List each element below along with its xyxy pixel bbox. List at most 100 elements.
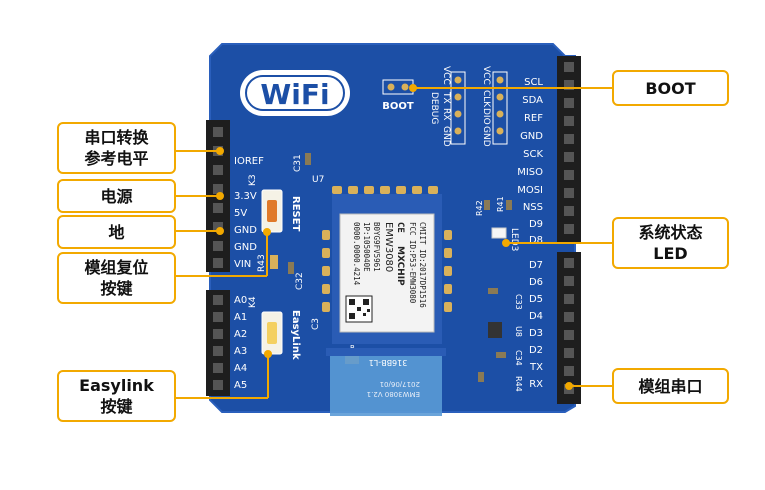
- callout-module-uart-text: 模组串口: [638, 376, 703, 396]
- module-text: B0YG9FV5961: [372, 222, 381, 272]
- component-label: C3: [311, 318, 321, 330]
- power-pin-label: GND: [234, 242, 257, 253]
- debug-pin-label: TX: [441, 91, 451, 104]
- digital-pin-label: SDA: [522, 95, 543, 106]
- power-pin-label: IOREF: [234, 156, 264, 167]
- callout-module-reset-line2: 按键: [100, 279, 133, 298]
- swd-header: [492, 71, 508, 145]
- component-label: R42: [475, 200, 484, 216]
- callout-boot-text: BOOT: [645, 78, 696, 98]
- component-label: C33: [514, 294, 523, 310]
- callout-easylink-line1: Easylink: [79, 376, 154, 395]
- debug-pin-label: VCC: [441, 66, 451, 85]
- callout-status-led-line1: 系统状态: [638, 223, 703, 242]
- digital-pin-label: D8: [529, 235, 543, 246]
- callout-status-led: 系统状态 LED: [612, 217, 729, 269]
- ic-label: 316BB-L1: [369, 358, 408, 367]
- digital-pin-label: NSS: [523, 202, 543, 213]
- emw3080-module: CMIIT ID:2017DP1516 FCC ID:P53-EMW3080 C…: [332, 194, 442, 364]
- callout-power: 电源: [57, 179, 176, 213]
- component-label: K4: [248, 296, 258, 308]
- callout-module-reset-line1: 模组复位: [84, 258, 149, 277]
- digital-pin-label: TX: [529, 362, 543, 373]
- right-header-bottom: [557, 252, 581, 404]
- module-model: EMW3080: [383, 222, 394, 272]
- digital-pin-label: REF: [524, 113, 543, 124]
- antenna-area: 316BB-L1 EMW3080 V2.1 2017/06/01: [326, 348, 446, 416]
- module-bottom-text: EMW3080 V2.1: [367, 390, 420, 398]
- digital-pin-label: SCL: [524, 77, 543, 88]
- callout-uart-level-line1: 串口转换: [84, 128, 149, 147]
- digital-pin-label: D4: [529, 311, 543, 322]
- swd-pin-label: GND: [481, 126, 491, 147]
- callout-boot: BOOT: [612, 70, 729, 106]
- component-label: C34: [514, 350, 523, 366]
- swd-pin-label: CLK: [481, 90, 491, 108]
- analog-pin-label: A4: [234, 363, 247, 374]
- debug-pin-label: DEBUG: [429, 92, 439, 124]
- analog-pin-label: A0: [234, 295, 247, 306]
- leader-lines: [176, 84, 612, 399]
- analog-pin-label: A3: [234, 346, 247, 357]
- easylink-silk-label: EasyLink: [290, 310, 301, 360]
- digital-pin-label: D5: [529, 294, 543, 305]
- swd-pin-label: VCC: [481, 66, 491, 85]
- power-pin-label: 3.3V: [234, 191, 257, 202]
- component-label: C31: [293, 154, 303, 172]
- qr-code: [345, 295, 373, 323]
- boot-silk-label: BOOT: [382, 101, 414, 112]
- debug-pin-label: GND: [441, 126, 451, 147]
- callout-status-led-line2: LED: [653, 244, 688, 263]
- digital-pin-label: MISO: [517, 167, 543, 178]
- digital-pin-label: MOSI: [517, 185, 543, 196]
- passive-components-right: C33 U8 C34 R44: [478, 288, 523, 392]
- module-text: CMIIT ID:2017DP1516: [418, 222, 427, 308]
- module-text: 1P:1050040E: [362, 222, 371, 272]
- component-label: K3: [248, 174, 258, 186]
- digital-pin-label: D7: [529, 260, 543, 271]
- module-text: FCC ID:P53-EMW3080: [408, 222, 417, 304]
- analog-pin-label: A2: [234, 329, 247, 340]
- swd-pin-label: DIO: [481, 108, 491, 125]
- component-label: R44: [514, 376, 523, 392]
- left-header-analog: [206, 290, 230, 396]
- component-label: R43: [257, 254, 267, 272]
- callout-ground-text: 地: [108, 222, 125, 242]
- analog-pin-label: A5: [234, 380, 247, 391]
- callout-power-text: 电源: [100, 186, 133, 206]
- module-text: CE: [395, 222, 405, 233]
- callout-easylink-line2: 按键: [100, 397, 133, 416]
- module-pads: [322, 186, 452, 312]
- wifi-logo-text: WiFi: [260, 78, 329, 111]
- right-header-top: [557, 56, 581, 242]
- callout-easylink: Easylink 按键: [57, 370, 176, 422]
- component-label: C32: [295, 272, 305, 290]
- component-label: U7: [312, 175, 324, 185]
- easylink-button: EasyLink K4: [248, 296, 301, 360]
- debug-pin-label: RX: [441, 108, 451, 120]
- wifi-logo: WiFi: [240, 70, 350, 116]
- callout-uart-level-line2: 参考电平: [84, 149, 149, 168]
- led-silk-label: LED3: [509, 228, 519, 251]
- digital-pin-label: GND: [520, 131, 543, 142]
- module-text: 0000.0000.4214: [352, 222, 361, 286]
- status-led: LED3 R42 R41: [475, 196, 519, 251]
- digital-pin-label: D3: [529, 328, 543, 339]
- reset-silk-label: RESET: [290, 196, 301, 232]
- right-pin-labels: SCL SDA REF GND SCK MISO MOSI NSS D9 D8 …: [517, 77, 543, 390]
- component-label: R41: [496, 196, 505, 212]
- debug-header: [450, 71, 466, 145]
- analog-pin-label: A1: [234, 312, 247, 323]
- module-chip-label: MXCHIP: [395, 246, 405, 286]
- passive-components-left: C31 U7 R43 C32 C3: [257, 153, 324, 330]
- callout-module-reset: 模组复位 按键: [57, 252, 176, 304]
- power-pin-label: GND: [234, 225, 257, 236]
- digital-pin-label: D9: [529, 219, 543, 230]
- callout-uart-level: 串口转换 参考电平: [57, 122, 176, 174]
- power-pin-label: VIN: [234, 259, 251, 270]
- digital-pin-label: D2: [529, 345, 543, 356]
- callout-module-uart: 模组串口: [612, 368, 729, 404]
- debug-header-labels: VCC TX RX GND DEBUG VCC CLK DIO GND: [429, 66, 491, 147]
- reset-button: RESET K3: [248, 174, 301, 233]
